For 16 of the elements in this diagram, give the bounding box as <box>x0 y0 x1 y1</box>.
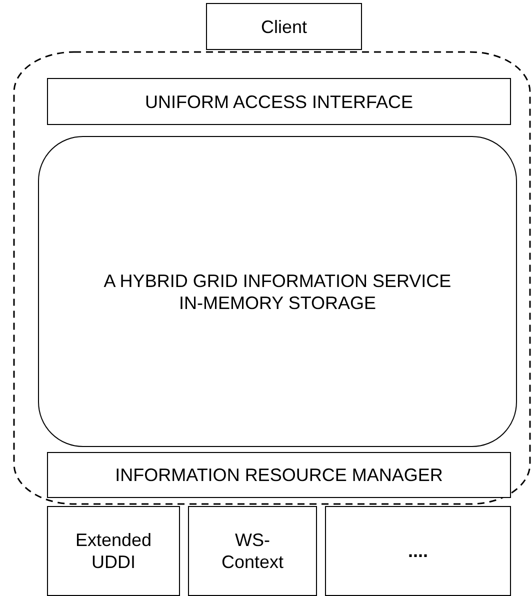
rounded-box <box>38 136 517 447</box>
node-label: IN-MEMORY STORAGE <box>178 292 376 314</box>
node-label: INFORMATION RESOURCE MANAGER <box>115 464 443 486</box>
process-box <box>188 506 317 596</box>
process-box <box>47 506 180 596</box>
dashed-region <box>13 51 531 505</box>
node-label: UNIFORM ACCESS INTERFACE <box>144 90 414 112</box>
node-label: Extended UDDI <box>74 529 153 573</box>
process-box <box>47 452 511 498</box>
process-box <box>47 78 511 125</box>
ellipsis-text: .... <box>408 540 428 562</box>
node-label: Client <box>260 16 308 38</box>
client-box <box>206 3 362 50</box>
node-label: A HYBRID GRID INFORMATION SERVICE <box>104 270 452 292</box>
node-label: WS-Context <box>220 529 285 573</box>
process-box <box>325 506 511 596</box>
